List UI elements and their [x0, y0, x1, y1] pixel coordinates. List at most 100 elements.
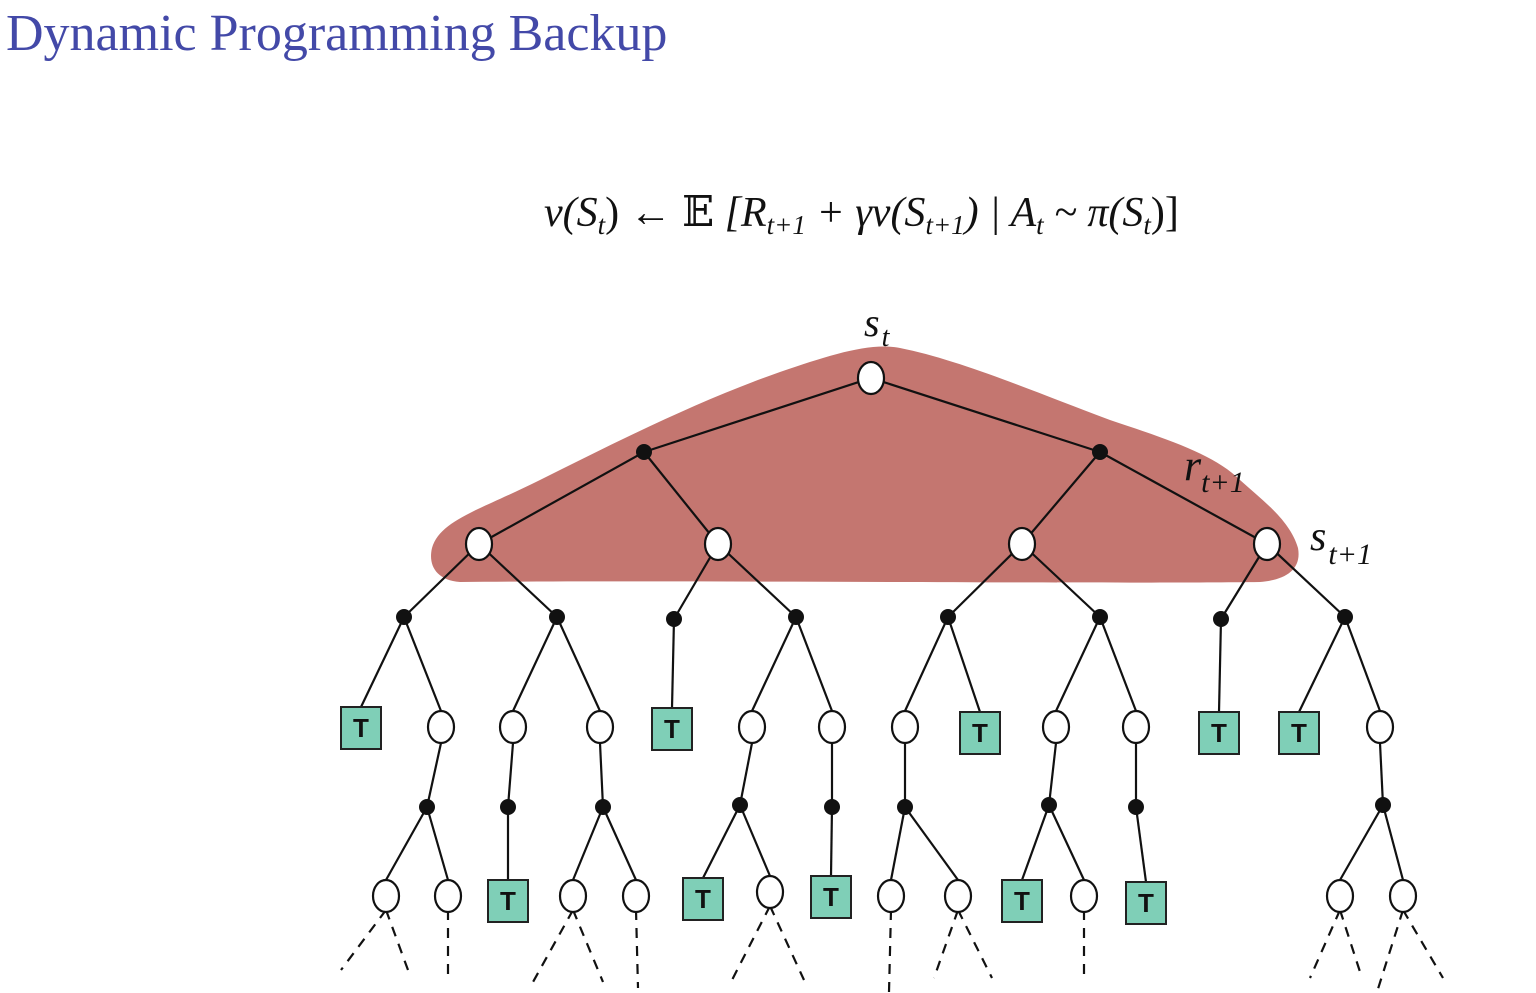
- page-title: Dynamic Programming Backup: [6, 5, 668, 62]
- continuation-edge: [384, 909, 410, 971]
- state-node: [1069, 878, 1099, 914]
- state-node: [621, 878, 651, 914]
- terminal-node: [682, 877, 724, 921]
- reward-label: rt+1: [1184, 441, 1245, 499]
- terminal-node: [1001, 879, 1043, 923]
- tree-edge: [512, 616, 558, 712]
- action-node: [788, 609, 804, 625]
- tree-edge: [425, 806, 450, 881]
- tree-edge: [1266, 543, 1346, 618]
- tree-edge: [889, 806, 907, 881]
- tree-edge: [1055, 616, 1101, 712]
- tree-edge: [738, 804, 772, 877]
- backup-highlight-region: [431, 346, 1299, 583]
- continuation-edge: [532, 909, 574, 983]
- action-node: [897, 799, 913, 815]
- tree-edge: [794, 616, 834, 712]
- formula-arrow: ←: [629, 190, 672, 236]
- action-node: [1337, 609, 1353, 625]
- tree-edge: [1339, 804, 1384, 881]
- tree-edge: [946, 616, 982, 713]
- tree-edge: [829, 806, 834, 877]
- action-node: [636, 444, 652, 460]
- state-node: [433, 878, 463, 914]
- tree-edge: [506, 742, 515, 808]
- tree-edge: [478, 543, 558, 618]
- state-node: [558, 878, 588, 914]
- state-node: [890, 709, 920, 745]
- tree-edge: [1021, 451, 1101, 545]
- next-state-label: st+1: [1310, 514, 1372, 571]
- state-node: [1388, 878, 1418, 914]
- terminal-node: [487, 879, 529, 923]
- tree-edge: [360, 616, 405, 708]
- formula-reward-sub: t+1: [766, 210, 806, 240]
- action-node: [500, 799, 516, 815]
- tree-edge: [903, 616, 950, 712]
- continuation-edge: [1375, 909, 1405, 993]
- action-node: [666, 611, 682, 627]
- state-node: [703, 526, 733, 562]
- continuation-edge: [1402, 909, 1444, 979]
- formula-action: ) | A: [964, 190, 1037, 236]
- continuation-edge: [932, 909, 960, 979]
- tree-edge: [1099, 451, 1268, 545]
- action-node: [595, 799, 611, 815]
- terminal-node: [810, 875, 852, 919]
- state-node: [737, 709, 767, 745]
- tree-edge: [478, 451, 645, 545]
- tree-edge: [1381, 804, 1405, 881]
- terminal-label: T: [823, 882, 839, 912]
- tree-edge: [947, 543, 1023, 618]
- formula-policy: ~ π(S: [1043, 190, 1144, 236]
- continuation-edge: [340, 909, 387, 971]
- terminal-label: T: [664, 714, 680, 744]
- action-node: [419, 799, 435, 815]
- state-node: [498, 709, 528, 745]
- tree-edge: [1098, 616, 1138, 712]
- action-node: [396, 609, 412, 625]
- formula-policy-sub: t: [1143, 210, 1151, 240]
- continuation-edge: [769, 905, 805, 981]
- tree-edge: [385, 806, 428, 881]
- tree-edge: [751, 616, 797, 712]
- terminal-label: T: [695, 884, 711, 914]
- tree-edge: [598, 742, 605, 808]
- terminal-label: T: [353, 713, 369, 743]
- terminal-node: [1278, 711, 1320, 755]
- formula-lhs: v(S: [544, 190, 598, 236]
- tree-edge: [717, 543, 797, 618]
- state-node: [426, 709, 456, 745]
- terminal-node: [1198, 711, 1240, 755]
- state-node: [817, 709, 847, 745]
- tree-edge: [1021, 543, 1101, 618]
- terminal-label: T: [1291, 718, 1307, 748]
- tree-edge: [1298, 616, 1346, 713]
- formula-action-sub: t: [1036, 210, 1044, 240]
- formula-value-sub: t+1: [925, 210, 965, 240]
- terminal-node: [651, 707, 693, 751]
- tree-edge: [601, 806, 638, 881]
- formula-reward: [R: [724, 190, 767, 236]
- terminal-label: T: [500, 886, 516, 916]
- tree-edge: [1217, 618, 1223, 713]
- action-node: [1092, 609, 1108, 625]
- action-node: [1041, 797, 1057, 813]
- tree-edge: [425, 742, 443, 808]
- state-node: [1325, 878, 1355, 914]
- tree-edge: [1048, 804, 1085, 881]
- tree-edge: [555, 616, 602, 712]
- state-node: [1252, 526, 1282, 562]
- continuation-edge: [571, 909, 605, 983]
- formula-discounted-value: + γv(S: [805, 190, 926, 236]
- state-node: [371, 878, 401, 914]
- continuation-edge: [634, 909, 640, 989]
- tree-edge: [738, 742, 754, 806]
- tree-edge: [643, 376, 872, 454]
- continuation-edge: [731, 905, 771, 981]
- tree-edge: [702, 804, 741, 879]
- formula-lhs-sub: t: [597, 210, 606, 240]
- terminal-node: [959, 711, 1001, 755]
- action-node: [1375, 797, 1391, 813]
